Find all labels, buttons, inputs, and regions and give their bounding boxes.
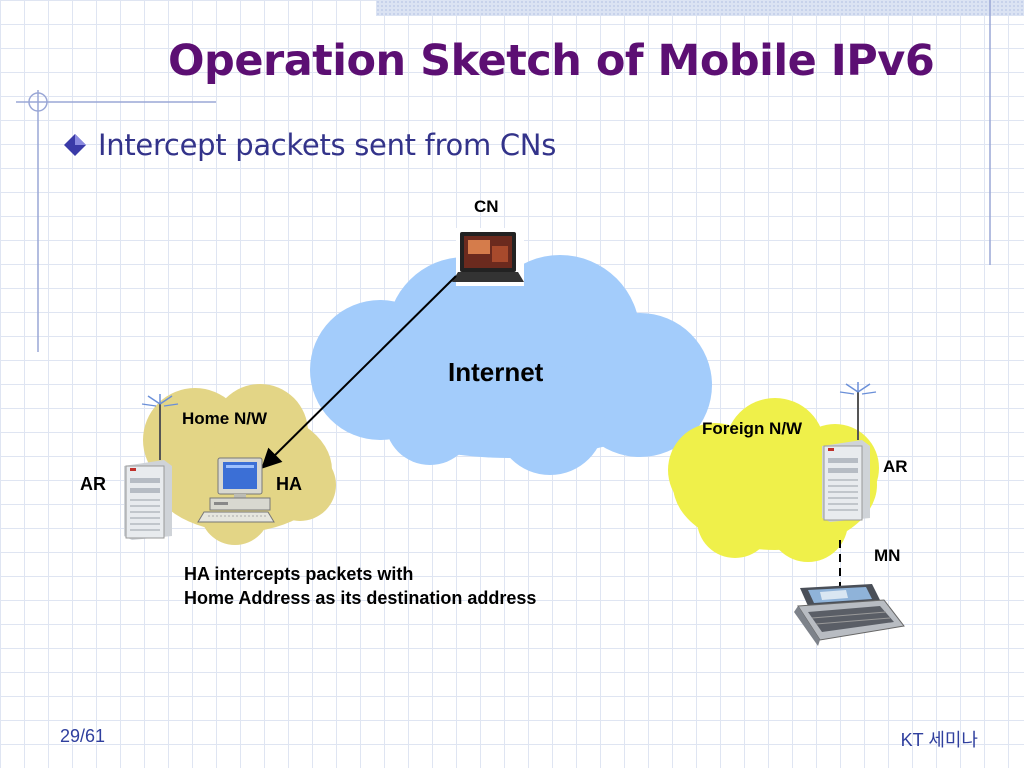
ha-description-line-2: Home Address as its destination address: [184, 588, 537, 608]
internet-cloud: [310, 255, 712, 475]
mn-label: MN: [874, 546, 901, 565]
ha-description-line-1: HA intercepts packets with: [184, 564, 414, 584]
ha-description: HA intercepts packets with Home Address …: [184, 562, 536, 610]
desktop-computer-icon: [197, 457, 275, 523]
bullet-point: Intercept packets sent from CNs: [62, 128, 556, 162]
foreign-ar-label: AR: [883, 457, 908, 476]
home-ar-server-icon: [124, 394, 179, 540]
slide-title: Operation Sketch of Mobile IPv6: [168, 36, 935, 86]
ha-label: HA: [276, 474, 302, 494]
footer-brand: KT 세미나: [900, 730, 978, 750]
deco-circle: [28, 92, 48, 112]
laptop-icon: [452, 228, 524, 286]
bullet-text: Intercept packets sent from CNs: [98, 128, 557, 162]
top-dotted-band: [376, 0, 1024, 16]
internet-label: Internet: [448, 357, 544, 387]
cn-label: CN: [474, 197, 499, 216]
home-network-label: Home N/W: [182, 409, 267, 428]
diamond-bullet-icon: [64, 134, 86, 156]
page-number: 29/61: [60, 726, 106, 746]
mobile-device-icon: [794, 584, 905, 646]
packet-intercept-arrow: [261, 275, 457, 469]
foreign-network-label: Foreign N/W: [702, 419, 803, 438]
home-ar-label: AR: [80, 474, 106, 494]
foreign-ar-server-icon: [822, 382, 877, 522]
